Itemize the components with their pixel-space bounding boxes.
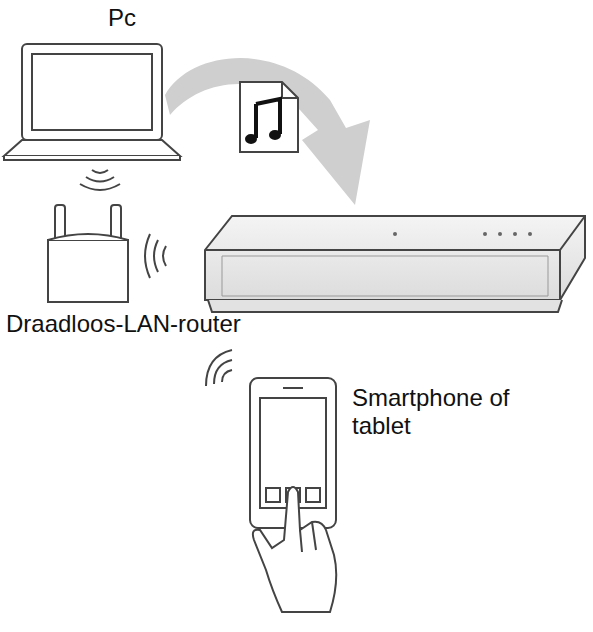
wifi-waves (80, 170, 120, 190)
music-file-icon (240, 82, 298, 152)
device-label: Pc (108, 4, 136, 32)
device-label: Smartphone of tablet (352, 384, 557, 440)
router (48, 205, 128, 302)
laptop (4, 44, 180, 160)
wifi-waves (206, 350, 232, 386)
transfer-arrow (165, 58, 370, 205)
soundbar (205, 216, 585, 312)
device-label: Draadloos-LAN-router (6, 310, 241, 338)
hand (253, 487, 336, 612)
wifi-waves (145, 234, 166, 278)
